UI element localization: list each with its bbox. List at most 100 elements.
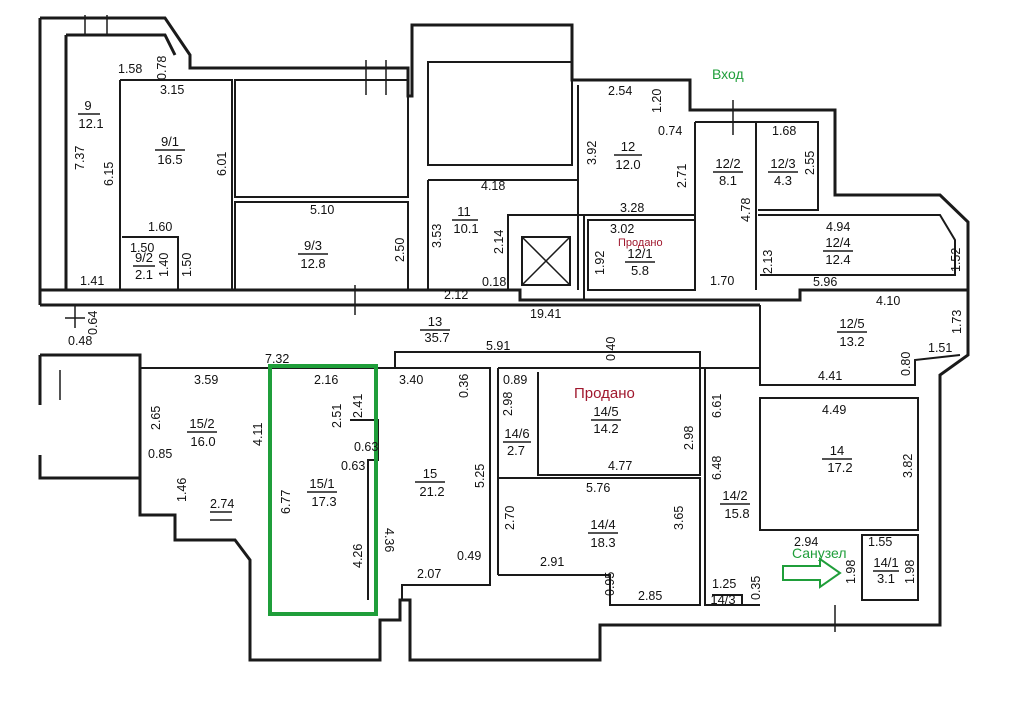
svg-text:16.0: 16.0 xyxy=(190,434,215,449)
svg-text:12/3: 12/3 xyxy=(770,156,795,171)
dim-label: 3.40 xyxy=(399,373,423,387)
svg-text:12.8: 12.8 xyxy=(300,256,325,271)
highlight-room-15-1[interactable] xyxy=(268,364,378,616)
dim-label: 3.59 xyxy=(194,373,218,387)
dim-label: 7.37 xyxy=(73,146,87,170)
room-9-3[interactable]: 9/312.8 xyxy=(298,238,328,271)
room-15-2[interactable]: 15/216.0 xyxy=(187,416,217,449)
room-12-4[interactable]: 12/412.4 xyxy=(823,235,853,267)
svg-text:14.2: 14.2 xyxy=(593,421,618,436)
dim-label: 1.40 xyxy=(157,253,171,277)
dim-label: 4.10 xyxy=(876,294,900,308)
svg-text:10.1: 10.1 xyxy=(453,221,478,236)
room-12-2[interactable]: 12/28.1 xyxy=(713,156,743,188)
dim-label: 1.68 xyxy=(772,124,796,138)
dim-label: 4.18 xyxy=(481,179,505,193)
svg-text:9/2: 9/2 xyxy=(135,250,153,265)
svg-text:11: 11 xyxy=(457,204,471,219)
dim-label: 0.40 xyxy=(604,337,618,361)
dim-label: 5.10 xyxy=(310,203,334,217)
room-12-1[interactable]: 12/15.8 xyxy=(625,246,655,278)
sold-label-main: Продано xyxy=(574,385,635,402)
dim-label: 1.92 xyxy=(593,251,607,275)
svg-text:18.3: 18.3 xyxy=(590,535,615,550)
room-14-5[interactable]: 14/5 14.2 xyxy=(591,404,621,436)
dim-label: 3.65 xyxy=(672,506,686,530)
dim-label: 3.92 xyxy=(585,141,599,165)
room-14-1[interactable]: 14/13.1 xyxy=(873,555,899,586)
room-12-3[interactable]: 12/3 4.3 xyxy=(768,156,798,188)
svg-text:16.5: 16.5 xyxy=(157,152,182,167)
dim-label: 0.89 xyxy=(503,373,527,387)
dim-label: 2.91 xyxy=(540,555,564,569)
room-9-1[interactable]: 9/1 16.5 xyxy=(155,134,185,167)
dim-label: 1.50 xyxy=(130,241,154,255)
dim-label: 0.78 xyxy=(155,56,169,80)
svg-text:21.2: 21.2 xyxy=(419,484,444,499)
dim-label: 1.20 xyxy=(650,89,664,113)
svg-text:13.2: 13.2 xyxy=(839,334,864,349)
svg-text:17.3: 17.3 xyxy=(311,494,336,509)
dim-label: 4.41 xyxy=(818,369,842,383)
dim-label: 2.07 xyxy=(417,567,441,581)
room-11[interactable]: 11 10.1 xyxy=(452,204,479,236)
dim-label: 5.91 xyxy=(486,339,510,353)
room-9-2[interactable]: 9/22.1 xyxy=(133,250,155,282)
svg-text:15: 15 xyxy=(423,466,437,481)
dim-label: 2.71 xyxy=(675,164,689,188)
dim-label: 5.76 xyxy=(586,481,610,495)
dim-label: 0.48 xyxy=(68,334,92,348)
dim-label: 3.82 xyxy=(901,454,915,478)
dim-label: 0.80 xyxy=(899,352,913,376)
dim-label: 2.54 xyxy=(608,84,632,98)
dim-label: 4.94 xyxy=(826,220,850,234)
dim-label: 1.25 xyxy=(712,577,736,591)
dim-label: 6.15 xyxy=(102,162,116,186)
dim-label: 4.26 xyxy=(351,544,365,568)
dim-label: 3.28 xyxy=(620,201,644,215)
dim-label: 0.18 xyxy=(482,275,506,289)
dim-label: 2.51 xyxy=(330,404,344,428)
dim-label: 2.55 xyxy=(803,151,817,175)
svg-text:14: 14 xyxy=(830,443,844,458)
dim-label: 0.74 xyxy=(658,124,682,138)
dim-label: 0.95 xyxy=(603,572,617,596)
dim-label: 6.48 xyxy=(710,456,724,480)
dim-label: 0.36 xyxy=(457,374,471,398)
room-14-6[interactable]: 14/62.7 xyxy=(503,426,531,458)
room-14-3[interactable]: 14/3 xyxy=(710,592,735,607)
svg-text:4.3: 4.3 xyxy=(774,173,792,188)
room-15[interactable]: 15 21.2 xyxy=(415,466,445,499)
svg-text:15/1: 15/1 xyxy=(309,476,334,491)
dim-label: 1.46 xyxy=(175,478,189,502)
dim-label: 2.98 xyxy=(501,392,515,416)
svg-text:14/1: 14/1 xyxy=(873,555,898,570)
room-12-5[interactable]: 12/5 13.2 xyxy=(837,316,867,349)
svg-text:14/5: 14/5 xyxy=(593,404,618,419)
dim-label: 3.53 xyxy=(430,224,444,248)
room-9[interactable]: 912.1 xyxy=(78,98,104,131)
room-14-2[interactable]: 14/215.8 xyxy=(720,488,750,521)
dim-label: 1.41 xyxy=(80,274,104,288)
svg-text:35.7: 35.7 xyxy=(424,330,449,345)
svg-text:9/1: 9/1 xyxy=(161,134,179,149)
dim-label: 0.64 xyxy=(86,311,100,335)
room-14-4[interactable]: 14/4 18.3 xyxy=(588,517,618,550)
dim-label: 1.51 xyxy=(928,341,952,355)
entrance-label: Вход xyxy=(712,66,744,82)
dim-label: 6.77 xyxy=(279,490,293,514)
dim-label: 1.58 xyxy=(118,62,142,76)
svg-text:14/4: 14/4 xyxy=(590,517,615,532)
svg-text:14/2: 14/2 xyxy=(722,488,747,503)
svg-text:12/5: 12/5 xyxy=(839,316,864,331)
dim-label: 2.85 xyxy=(638,589,662,603)
room-15-1[interactable]: 15/1 17.3 xyxy=(307,476,337,509)
walls xyxy=(38,16,970,662)
dim-label: 1.73 xyxy=(950,310,964,334)
svg-text:12/4: 12/4 xyxy=(825,235,850,250)
svg-text:5.8: 5.8 xyxy=(631,263,649,278)
bathroom-label: Санузел xyxy=(792,545,847,561)
